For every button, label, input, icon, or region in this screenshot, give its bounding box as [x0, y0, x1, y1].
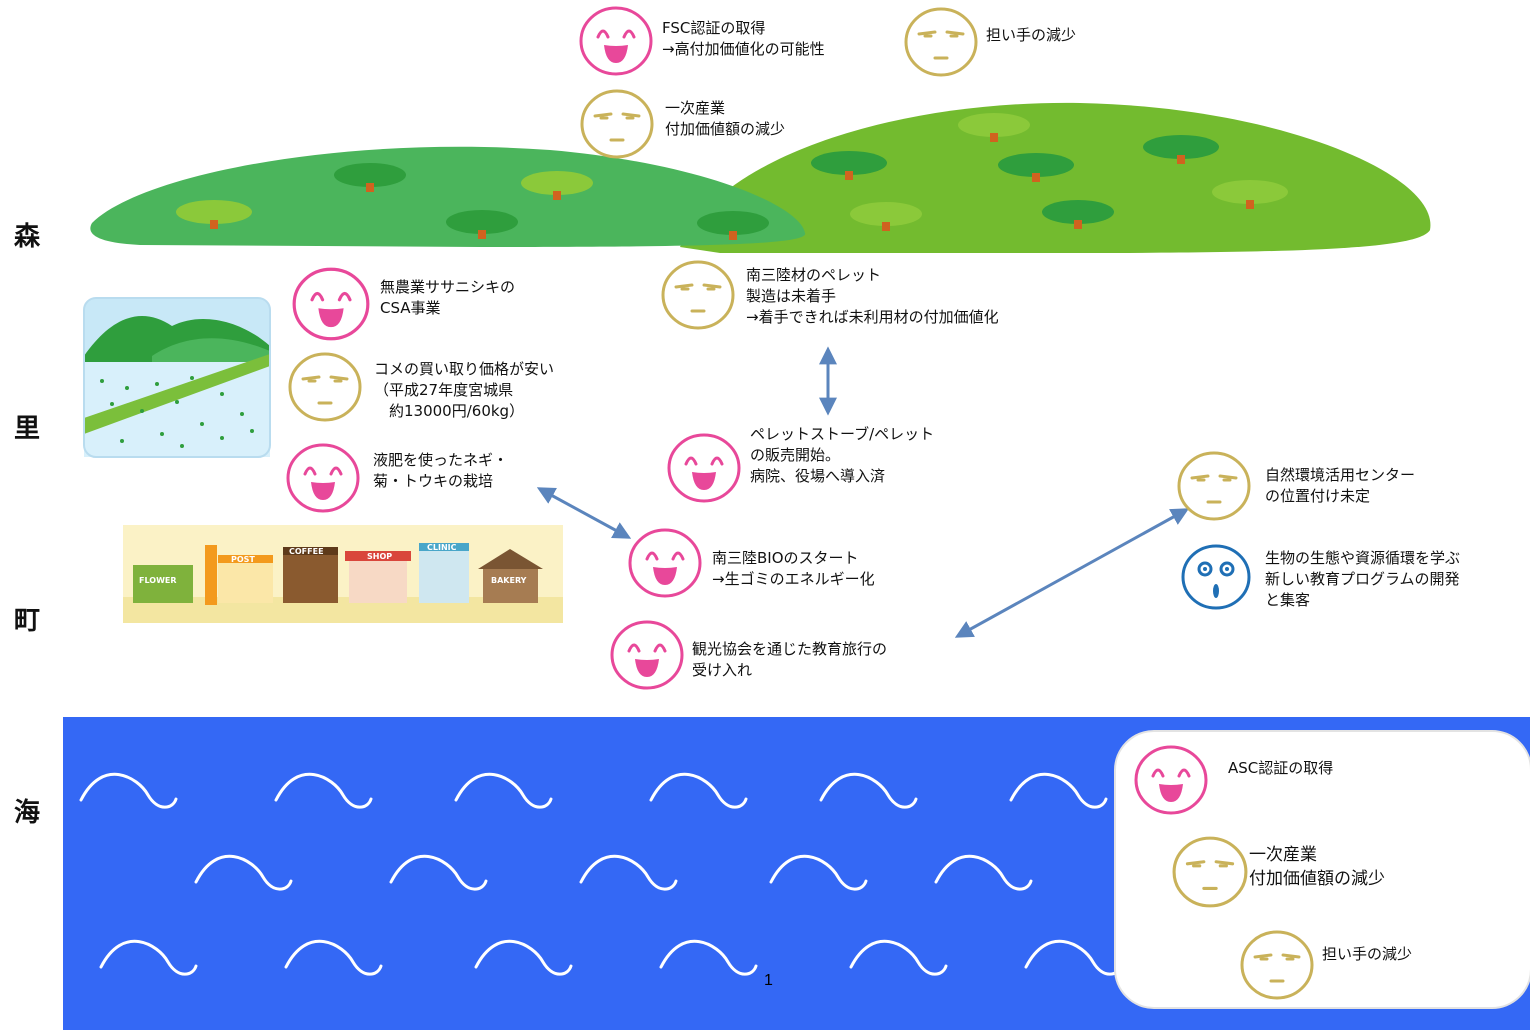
neutral-face-icon: [1240, 930, 1314, 1000]
happy-face-icon: [628, 528, 702, 598]
happy-face-icon: [292, 267, 370, 341]
happy-face-icon: [610, 620, 684, 690]
text-line: コメの買い取り価格が安い: [374, 360, 555, 378]
text-line: 自然環境活用センター: [1265, 466, 1416, 484]
text-line: ASC認証の取得: [1228, 759, 1334, 777]
tree-icon: [176, 113, 1288, 240]
sea-ninaite-text: 担い手の減少: [1322, 944, 1412, 965]
text-line: と集客: [1265, 591, 1311, 609]
education-text: 生物の生態や資源循環を学ぶ 新しい教育プログラムの開発 と集客: [1265, 548, 1460, 611]
text-line: （平成27年度宮城県: [374, 381, 514, 399]
tourism-text: 観光協会を通じた教育旅行の 受け入れ: [692, 639, 887, 681]
stove-text: ペレットストーブ/ペレット の販売開始。 病院、役場へ導入済: [750, 424, 934, 487]
rice-field-illustration: [83, 297, 271, 458]
text-line: FSC認証の取得: [662, 19, 766, 37]
coffee-shop-sign: COFFEE: [289, 547, 324, 556]
text-line: 南三陸材のペレット: [746, 266, 882, 284]
neutral-face-icon: [288, 352, 362, 422]
happy-face-icon: [579, 6, 653, 76]
text-line: 担い手の減少: [986, 26, 1077, 44]
arrow-tourism-center: [954, 508, 1190, 638]
bakery-sign: BAKERY: [491, 576, 527, 585]
row-label-sea: 海: [14, 798, 41, 828]
text-line: 無農業ササニシキの: [380, 278, 516, 296]
happy-face-icon: [667, 433, 741, 503]
surprised-face-icon: [1181, 544, 1251, 610]
text-line: →生ゴミのエネルギー化: [712, 570, 875, 588]
neutral-face-icon: [580, 89, 654, 159]
text-line: 南三陸BIOのスタート: [712, 549, 859, 567]
text-line: 付加価値額の減少: [1249, 869, 1385, 889]
sea-ichiji-text: 一次産業 付加価値額の減少: [1249, 843, 1385, 891]
happy-face-icon: [286, 443, 360, 513]
neutral-face-icon: [661, 260, 735, 330]
asc-text: ASC認証の取得: [1228, 758, 1333, 779]
negi-text: 液肥を使ったネギ・ 菊・トウキの栽培: [373, 450, 508, 492]
bio-text: 南三陸BIOのスタート →生ゴミのエネルギー化: [712, 548, 875, 590]
page-number: 1: [764, 972, 773, 989]
text-line: 付加価値額の減少: [665, 120, 786, 138]
arrow-negi-bio: [536, 487, 632, 539]
text-line: 生物の生態や資源循環を学ぶ: [1265, 549, 1461, 567]
neutral-face-icon: [904, 7, 978, 77]
post-office-sign: POST: [231, 555, 255, 564]
text-line: 受け入れ: [692, 661, 753, 679]
text-line: 観光協会を通じた教育旅行の: [692, 640, 888, 658]
fsc-text: FSC認証の取得 →高付加価値化の可能性: [662, 18, 825, 60]
text-line: 新しい教育プログラムの開発: [1265, 570, 1460, 588]
text-line: 病院、役場へ導入済: [750, 467, 886, 485]
neutral-face-icon: [1177, 451, 1251, 521]
town-illustration: FLOWER POST COFFEE SHOP CLINIC BAKERY: [123, 525, 563, 623]
forest-hills: [90, 102, 1431, 253]
forest-ichiji-text: 一次産業 付加価値額の減少: [665, 98, 785, 140]
forest-ninaite-text: 担い手の減少: [986, 25, 1076, 46]
text-line: 液肥を使ったネギ・: [373, 451, 509, 469]
text-line: の販売開始。: [750, 446, 841, 464]
row-label-town: 町: [14, 606, 41, 636]
csa-text: 無農業ササニシキの CSA事業: [380, 277, 515, 319]
text-line: 菊・トウキの栽培: [373, 472, 494, 490]
text-line: 約13000円/60kg）: [374, 402, 525, 420]
text-line: →高付加価値化の可能性: [662, 40, 825, 58]
row-label-village: 里: [14, 414, 41, 444]
text-line: の位置付け未定: [1265, 487, 1371, 505]
neutral-face-icon: [1172, 836, 1248, 908]
row-label-forest: 森: [14, 222, 41, 252]
flower-shop-sign: FLOWER: [139, 576, 177, 585]
rice-price-text: コメの買い取り価格が安い （平成27年度宮城県 約13000円/60kg）: [374, 359, 554, 422]
pellet-text: 南三陸材のペレット 製造は未着手 →着手できれば未利用材の付加価値化: [746, 265, 999, 328]
clinic-sign: CLINIC: [427, 543, 457, 552]
sea-waves: [79, 772, 1123, 976]
center-text: 自然環境活用センター の位置付け未定: [1265, 465, 1415, 507]
shop-sign: SHOP: [367, 552, 392, 561]
text-line: CSA事業: [380, 299, 441, 317]
text-line: 一次産業: [1249, 845, 1317, 865]
text-line: 製造は未着手: [746, 287, 837, 305]
happy-face-icon: [1134, 745, 1208, 815]
text-line: 一次産業: [665, 99, 726, 117]
text-line: →着手できれば未利用材の付加価値化: [746, 308, 999, 326]
text-line: ペレットストーブ/ペレット: [750, 425, 935, 443]
text-line: 担い手の減少: [1322, 945, 1413, 963]
